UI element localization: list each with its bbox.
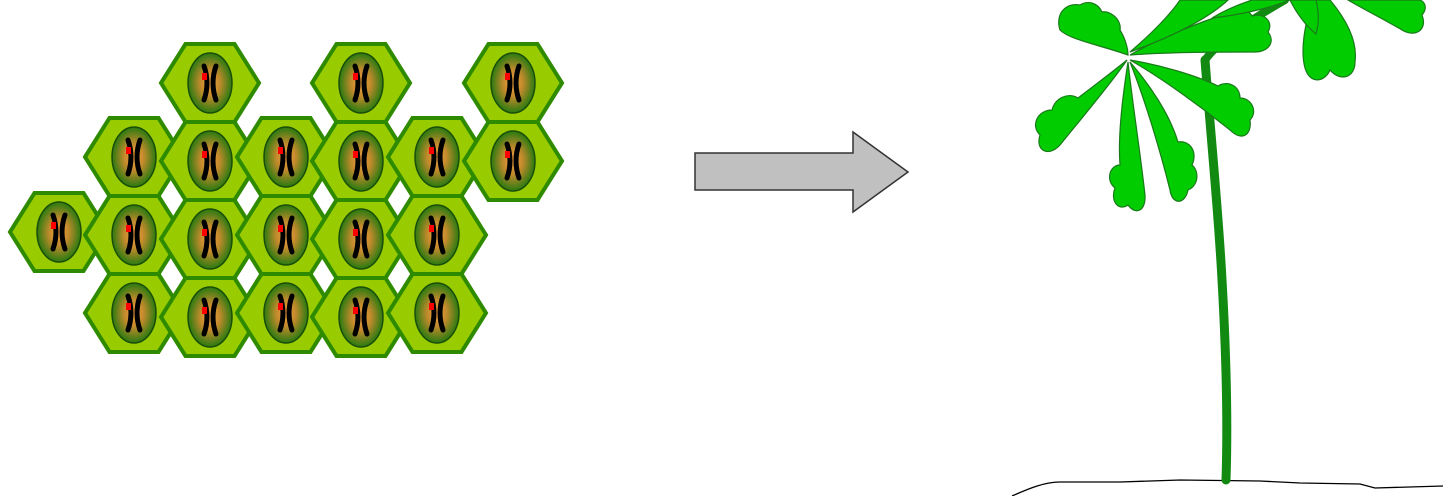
chromosome-icon [352,297,370,337]
gene-marker [429,303,434,310]
gene-marker [429,225,434,232]
plant-cell [461,120,565,202]
nucleus [187,52,233,114]
chromosome-icon [125,293,143,333]
right-arrow-icon [694,130,910,214]
nucleus [263,126,309,188]
chromosome-icon [125,215,143,255]
chromosome-icon [125,137,143,177]
nucleus [263,282,309,344]
nucleus [187,208,233,270]
gene-marker [353,73,358,80]
leaflet [1129,0,1229,53]
gene-marker [126,225,131,232]
chromosome-icon [352,141,370,181]
chromosome-icon [277,137,295,177]
leaflet [1289,0,1319,36]
nucleus [414,204,460,266]
leaflet [1108,61,1146,212]
nucleus [111,126,157,188]
chromosome-icon [428,137,446,177]
gene-marker [429,147,434,154]
nucleus [414,282,460,344]
leaflet [1346,0,1426,34]
leaf-cluster [1035,0,1291,212]
nucleus [36,201,82,263]
gene-marker [51,222,56,229]
nucleus [338,208,384,270]
nucleus [490,130,536,192]
plant-cell [385,116,489,198]
gene-marker [202,229,207,236]
plant-cell [158,42,262,124]
chromosome-icon [201,141,219,181]
nucleus [111,204,157,266]
chromosome-icon [50,212,68,252]
ground-line [1011,479,1443,496]
chromosome-icon [504,63,522,103]
gene-marker [278,225,283,232]
leaflet [1129,61,1198,202]
plant-cell [309,120,413,202]
chromosome-icon [428,215,446,255]
nucleus [338,130,384,192]
plant-cell [158,276,262,358]
plant-cell-tissue [7,42,565,358]
gene-marker [353,151,358,158]
nucleus [187,130,233,192]
gene-marker [278,147,283,154]
nucleus [490,52,536,114]
nucleus [338,52,384,114]
nucleus [263,204,309,266]
plant-cell [385,194,489,276]
leaflet [1035,59,1128,153]
gene-marker [505,73,510,80]
gene-marker [202,307,207,314]
seedling-plant [1011,0,1443,496]
chromosome-icon [277,215,295,255]
chromosome-icon [201,63,219,103]
chromosome-icon [201,219,219,259]
gene-marker [505,151,510,158]
chromosome-icon [201,297,219,337]
plant-cell [158,120,262,202]
gene-marker [126,303,131,310]
gene-marker [353,307,358,314]
leaflet [1058,2,1129,56]
plant-cell [385,272,489,354]
plant-cell [461,42,565,124]
gene-marker [202,151,207,158]
gene-marker [202,73,207,80]
chromosome-icon [352,63,370,103]
gene-marker [278,303,283,310]
chromosome-icon [428,293,446,333]
chromosome-icon [504,141,522,181]
chromosome-icon [277,293,295,333]
nucleus [414,126,460,188]
leaf-cluster-right [1289,0,1426,81]
gene-marker [126,147,131,154]
chromosome-icon [352,219,370,259]
nucleus [338,286,384,348]
leaflet [1129,59,1255,137]
nucleus [111,282,157,344]
gene-marker [353,229,358,236]
leaflet [1129,7,1272,56]
nucleus [187,286,233,348]
plant-stem [1200,55,1232,485]
leaflet [1211,0,1291,19]
plant-cell [309,42,413,124]
